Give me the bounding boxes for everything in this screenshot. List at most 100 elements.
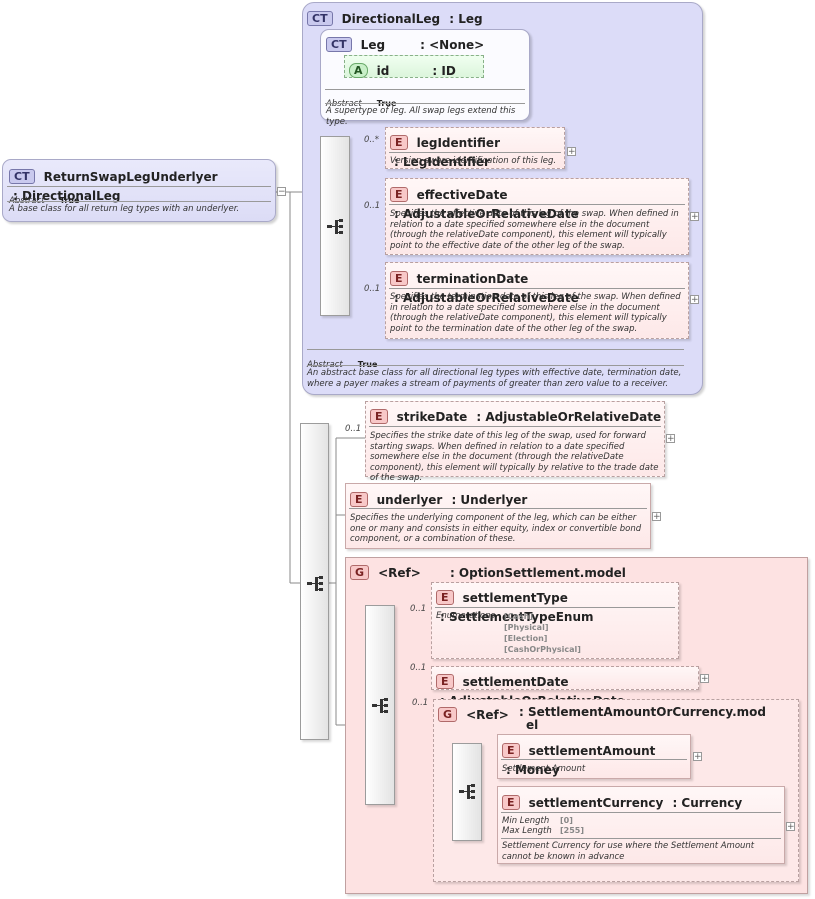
sequence-compositor[interactable] (300, 423, 329, 740)
attribute-name: id (376, 64, 390, 78)
abstract-value: True (357, 360, 378, 369)
collapse-icon[interactable]: − (277, 187, 286, 197)
expand-icon[interactable]: + (666, 434, 675, 444)
element-type: : SettlementTypeEnum (440, 610, 594, 624)
element-underlyer[interactable]: E underlyer : Underlyer Specifies the un… (345, 483, 651, 549)
max-length-label: Max Length (502, 826, 552, 836)
directional-leg-description: An abstract base class for all direction… (307, 368, 682, 389)
element-header: E settlementAmount : Money (502, 740, 690, 778)
divider (389, 204, 685, 205)
cardinality: 0..1 (410, 604, 427, 614)
element-badge: E (502, 743, 520, 758)
element-description: Specifies the strike date of this leg of… (370, 431, 659, 483)
cardinality: 0..1 (410, 663, 427, 673)
element-settlement-date[interactable]: E settlementDate : AdjustableOrRelativeD… (431, 666, 699, 708)
complex-type-badge: CT (307, 11, 333, 26)
element-name: legIdentifier (416, 136, 500, 150)
attribute-badge: A (349, 63, 368, 78)
group-name-line1: : SettlementAmountOrCurrency.mod (519, 705, 766, 719)
element-description: Version aware identification of this leg… (390, 156, 557, 166)
divider (435, 607, 675, 608)
element-type: : Underlyer (451, 493, 528, 507)
group-badge: G (350, 565, 370, 580)
group-name: : OptionSettlement.model (449, 566, 626, 580)
cardinality: 0..1 (364, 284, 381, 294)
divider (325, 89, 525, 90)
divider (325, 103, 525, 104)
attribute-header: A id : ID (349, 60, 456, 79)
leg-description: A supertype of leg. All swap legs extend… (326, 106, 516, 127)
element-badge: E (370, 409, 388, 424)
element-leg-identifier[interactable]: E legIdentifier : LegIdentifier Version … (385, 127, 565, 169)
enumerations-label: Enumerations (436, 611, 496, 621)
divider (307, 365, 684, 366)
element-header: E underlyer : Underlyer (350, 489, 527, 508)
cardinality: 0..1 (412, 698, 429, 708)
element-name: effectiveDate (416, 188, 508, 202)
divider (369, 426, 661, 427)
sequence-icon (327, 219, 343, 234)
element-description: Settlement Currency for use where the Se… (502, 841, 755, 862)
element-termination-date[interactable]: E terminationDate : AdjustableOrRelative… (385, 262, 689, 339)
leg-header: CT Leg : <None> (326, 34, 484, 53)
attribute-id[interactable]: A id : ID (344, 55, 484, 78)
cardinality: 0..1 (364, 201, 381, 211)
expand-icon[interactable]: + (693, 752, 702, 762)
element-type: : AdjustableOrRelativeDate (476, 410, 662, 424)
expand-icon[interactable]: + (690, 212, 699, 222)
root-description: A base class for all return leg types wi… (9, 204, 240, 214)
element-header: E legIdentifier : LegIdentifier (390, 132, 564, 170)
cardinality: 0..1 (345, 424, 362, 434)
sequence-compositor[interactable] (320, 136, 350, 316)
element-type: : LegIdentifier (394, 155, 490, 169)
group-header: G <Ref> (438, 704, 509, 723)
element-settlement-type[interactable]: E settlementType : SettlementTypeEnum En… (431, 582, 679, 659)
element-type: : AdjustableOrRelativeDate (394, 207, 579, 221)
expand-icon[interactable]: + (567, 147, 576, 157)
sequence-compositor[interactable] (452, 743, 482, 841)
group-header: G <Ref> : OptionSettlement.model (350, 562, 626, 581)
min-length-label: Min Length (502, 816, 550, 826)
complex-type-badge: CT (9, 169, 35, 184)
element-name: strikeDate (396, 410, 468, 424)
sequence-icon (307, 576, 323, 591)
element-header: E effectiveDate : AdjustableOrRelativeDa… (390, 184, 688, 222)
root-type: : DirectionalLeg (13, 189, 121, 203)
directional-leg-header: CT DirectionalLeg : Leg (307, 8, 483, 27)
element-name: settlementCurrency (528, 796, 664, 810)
element-name: underlyer (376, 493, 443, 507)
group-ref: <Ref> (466, 708, 509, 722)
element-strike-date[interactable]: E strikeDate : AdjustableOrRelativeDate … (365, 401, 665, 483)
element-badge: E (390, 187, 408, 202)
expand-icon[interactable]: + (690, 295, 699, 305)
element-description: Specifies the underlying component of th… (350, 513, 642, 544)
element-header: E settlementCurrency : Currency (502, 792, 742, 811)
expand-icon[interactable]: + (652, 512, 661, 522)
element-settlement-currency[interactable]: E settlementCurrency : Currency Min Leng… (497, 786, 785, 864)
expand-icon[interactable]: + (700, 674, 709, 684)
element-name: settlementDate (462, 675, 569, 689)
enum-value: [Physical] (504, 623, 549, 632)
divider (501, 812, 781, 813)
element-settlement-amount[interactable]: E settlementAmount : Money Settlement Am… (497, 734, 691, 779)
divider (307, 349, 684, 350)
abstract-value: True (59, 196, 80, 205)
root-complex-type[interactable]: CT ReturnSwapLegUnderlyer : DirectionalL… (2, 159, 276, 222)
divider (349, 508, 647, 509)
element-header: E strikeDate : AdjustableOrRelativeDate (370, 406, 661, 425)
attribute-type: : ID (432, 64, 456, 78)
element-description: Specifies the termination date of this l… (390, 292, 681, 334)
element-badge: E (436, 674, 454, 689)
divider (7, 201, 271, 202)
element-effective-date[interactable]: E effectiveDate : AdjustableOrRelativeDa… (385, 178, 689, 255)
expand-icon[interactable]: + (786, 822, 795, 832)
cardinality: 0..* (364, 135, 380, 145)
element-description: Specifies the effective date of this leg… (390, 209, 679, 251)
directional-leg-name: DirectionalLeg (341, 12, 441, 26)
root-header: CT ReturnSwapLegUnderlyer : DirectionalL… (9, 166, 275, 204)
element-name: settlementAmount (528, 744, 656, 758)
directional-leg-type-name: : Leg (449, 12, 483, 26)
sequence-compositor[interactable] (365, 605, 395, 805)
element-type: : AdjustableOrRelativeDate (394, 291, 579, 305)
element-header: E settlementType : SettlementTypeEnum (436, 587, 678, 625)
